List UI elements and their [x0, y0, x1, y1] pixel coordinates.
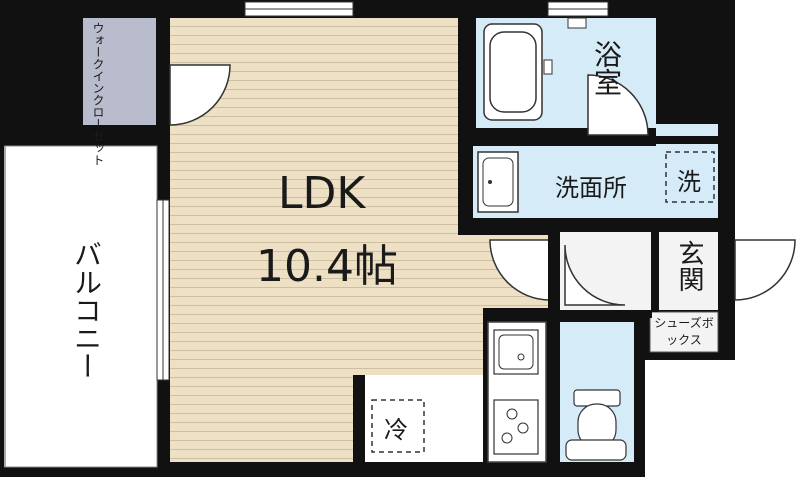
washroom-door	[489, 239, 551, 301]
closet-door	[169, 64, 231, 126]
shoe-box-area	[649, 311, 719, 353]
washer-label: 洗	[677, 168, 701, 196]
ldk-label: LDK	[278, 168, 366, 219]
entrance-label: 玄関	[674, 240, 704, 292]
fridge-space	[371, 399, 425, 453]
balcony-area	[4, 145, 158, 468]
bath-label: 浴室	[590, 40, 623, 96]
walk-in-closet-label: ウォークインクローゼット	[91, 22, 105, 166]
outer-notch	[645, 360, 735, 477]
ldk-floor	[170, 18, 548, 462]
ldk-size: 10.4帖	[256, 241, 398, 292]
washer-space	[665, 151, 715, 203]
washroom-label: 洗面所	[555, 174, 627, 202]
balcony-label: バルコニー	[70, 240, 103, 380]
shoe-box-label: シューズボックス	[654, 316, 714, 347]
toilet-door	[564, 244, 626, 306]
walk-in-closet-area	[83, 18, 156, 125]
bath-door	[587, 74, 649, 136]
fridge-label: 冷	[384, 416, 408, 444]
front-door	[734, 239, 796, 301]
stove	[493, 399, 539, 455]
